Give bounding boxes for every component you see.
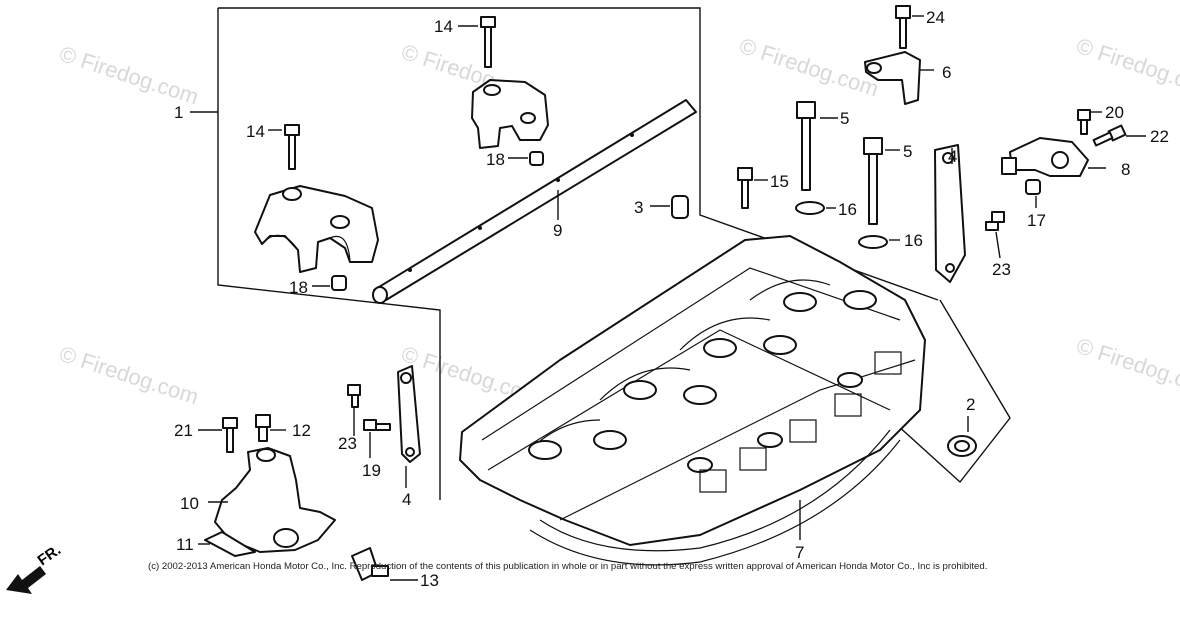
bolt-24 xyxy=(895,5,911,49)
callout-16-a: 16 xyxy=(838,200,857,219)
bolt-23-left xyxy=(347,384,361,408)
sensor-13 xyxy=(351,547,389,581)
leader-lines xyxy=(190,15,1146,581)
dowel-pin-18 xyxy=(331,275,347,291)
callout-4-left: 4 xyxy=(402,490,411,509)
rocker-shaft xyxy=(372,99,697,304)
washer-16 xyxy=(795,201,825,215)
bolt-14-left xyxy=(284,124,300,170)
front-arrow-icon xyxy=(6,566,46,594)
callout-4-right: 4 xyxy=(948,147,957,166)
callout-18-left: 18 xyxy=(289,278,308,297)
front-label: FR. xyxy=(35,541,65,569)
shaft-holder-top xyxy=(471,79,549,149)
callout-17: 17 xyxy=(1027,211,1046,230)
callout-3: 3 xyxy=(634,198,643,217)
front-direction-indicator: FR. xyxy=(6,541,64,594)
callout-24: 24 xyxy=(926,8,945,27)
watermark: © Firedog.com xyxy=(1073,333,1180,401)
connector-8 xyxy=(1001,137,1089,177)
callout-10: 10 xyxy=(180,494,199,513)
water-outlet-10 xyxy=(214,447,336,553)
callout-21: 21 xyxy=(174,421,193,440)
callout-1: 1 xyxy=(174,103,183,122)
callout-8: 8 xyxy=(1121,160,1130,179)
bolt-22 xyxy=(1092,124,1127,147)
watermark: © Firedog.com xyxy=(1073,33,1180,101)
watermark: © Firedog.com xyxy=(736,33,881,101)
callout-13: 13 xyxy=(420,571,439,590)
callout-18-top: 18 xyxy=(486,150,505,169)
bolt-14-top xyxy=(480,16,496,68)
bolt-21 xyxy=(222,417,238,453)
dowel-pin-18 xyxy=(529,151,544,166)
callout-14-left: 14 xyxy=(246,122,265,141)
bolt-5-a xyxy=(796,101,816,191)
copyright-notice: (c) 2002-2013 American Honda Motor Co., … xyxy=(148,561,988,572)
plug-2 xyxy=(947,435,977,457)
shaft-holder-left xyxy=(254,185,379,273)
cylinder-head-7 xyxy=(459,235,926,566)
callouts: 1 2 3 4 4 5 5 6 7 8 9 10 11 12 13 14 14 … xyxy=(174,8,1169,590)
washer-16 xyxy=(858,235,888,249)
bolt-5-b xyxy=(863,137,883,225)
callout-5-b: 5 xyxy=(903,142,912,161)
sensor-12 xyxy=(255,414,271,442)
callout-16-b: 16 xyxy=(904,231,923,250)
callout-7: 7 xyxy=(795,543,804,562)
callout-11: 11 xyxy=(176,535,194,554)
callout-20: 20 xyxy=(1105,103,1124,122)
callout-6: 6 xyxy=(942,63,951,82)
callout-9: 9 xyxy=(553,221,562,240)
plug-17 xyxy=(1025,179,1041,195)
watermark: © Firedog.com xyxy=(56,341,201,409)
gasket-11 xyxy=(204,531,256,557)
callout-19: 19 xyxy=(362,461,381,480)
callout-22: 22 xyxy=(1150,127,1169,146)
engine-hanger-4-right xyxy=(934,144,966,283)
bracket-6 xyxy=(864,51,921,105)
callout-14-top: 14 xyxy=(434,17,453,36)
bolt-23-right xyxy=(985,211,1005,231)
bolt-19 xyxy=(363,419,391,431)
callout-12: 12 xyxy=(292,421,311,440)
callout-5-a: 5 xyxy=(840,109,849,128)
callout-15: 15 xyxy=(770,172,789,191)
callout-23-right: 23 xyxy=(992,260,1011,279)
callout-2: 2 xyxy=(966,395,975,414)
bolt-20 xyxy=(1077,109,1091,135)
bolt-15 xyxy=(737,167,753,209)
dowel-3 xyxy=(671,195,689,219)
callout-23-left: 23 xyxy=(338,434,357,453)
watermark: © Firedog.com xyxy=(56,41,201,109)
engine-hanger-4-left xyxy=(397,365,421,463)
